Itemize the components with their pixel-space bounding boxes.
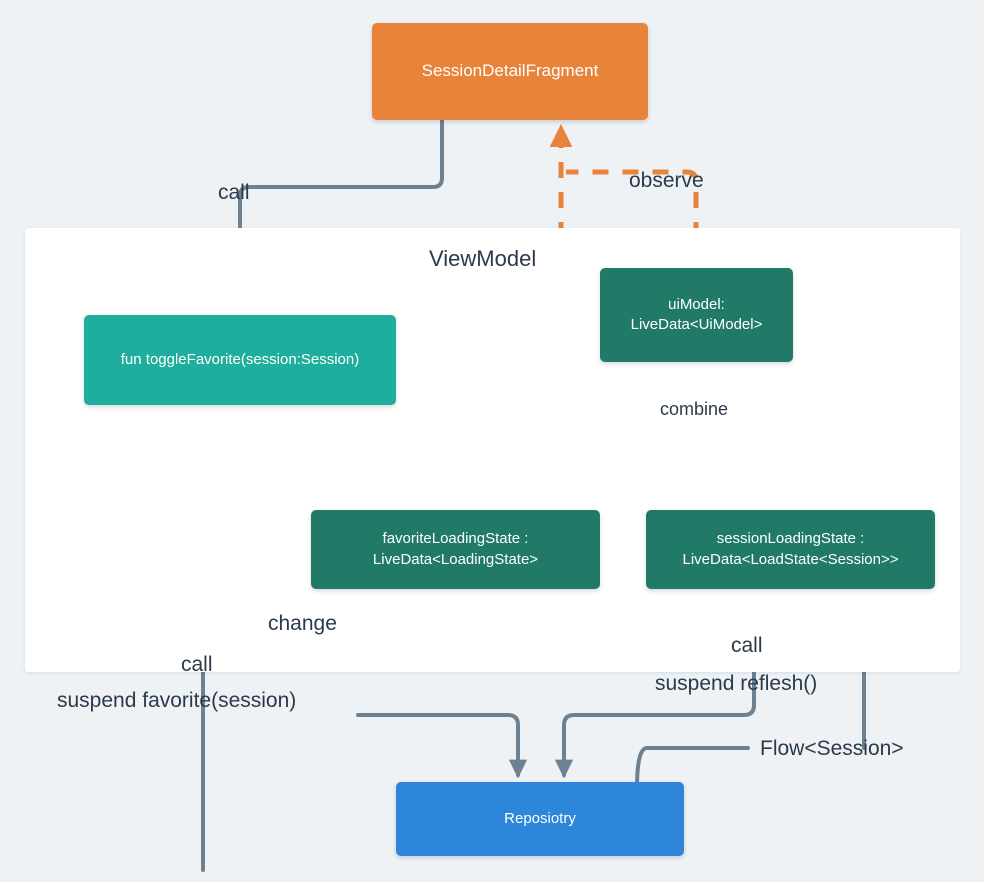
viewmodel-panel xyxy=(25,228,960,672)
edge-label-flow-session: Flow<Session> xyxy=(760,737,904,760)
node-ui-model-label-line2: LiveData<UiModel> xyxy=(630,316,763,333)
edge-label-observe: observe xyxy=(629,169,704,192)
node-session-detail-fragment[interactable]: SessionDetailFragment xyxy=(372,23,648,120)
node-session-loading-state[interactable]: sessionLoadingState : LiveData<LoadState… xyxy=(646,510,935,589)
node-ui-model[interactable]: uiModel: LiveData<UiModel> xyxy=(600,268,793,362)
viewmodel-panel-title: ViewModel xyxy=(429,246,537,271)
node-repository-label: Reposiotry xyxy=(504,809,576,827)
node-session-loading-state-label-line2: LiveData<LoadState<Session>> xyxy=(682,550,899,568)
node-favorite-loading-state-label-line2: LiveData<LoadingState> xyxy=(372,550,539,568)
node-repository[interactable]: Reposiotry xyxy=(396,782,684,856)
node-ui-model-label-line1: uiModel: xyxy=(668,295,725,313)
edge-label-suspend-favorite: suspend favorite(session) xyxy=(57,689,297,712)
node-session-loading-state-label-line1: sessionLoadingState : xyxy=(716,530,865,548)
edge-label-call-session-loading-state: call xyxy=(731,634,763,657)
node-favorite-loading-state[interactable]: favoriteLoadingState : LiveData<LoadingS… xyxy=(311,510,600,589)
edge-label-call-toggle-favorite: call xyxy=(218,181,250,204)
edge-suspend-favorite-to-repo xyxy=(356,713,528,779)
node-toggle-favorite[interactable]: fun toggleFavorite(session:Session) xyxy=(84,315,396,405)
edge-label-combine: combine xyxy=(660,399,729,419)
edge-label-change: change xyxy=(268,612,337,635)
node-toggle-favorite-label: fun toggleFavorite(session:Session) xyxy=(120,350,360,368)
node-favorite-loading-state-label-line1: favoriteLoadingState : xyxy=(382,530,529,548)
edge-label-suspend-reflesh: suspend reflesh() xyxy=(655,672,818,695)
node-session-detail-fragment-label: SessionDetailFragment xyxy=(421,61,599,81)
edge-label-call-suspend-favorite: call xyxy=(181,653,213,676)
